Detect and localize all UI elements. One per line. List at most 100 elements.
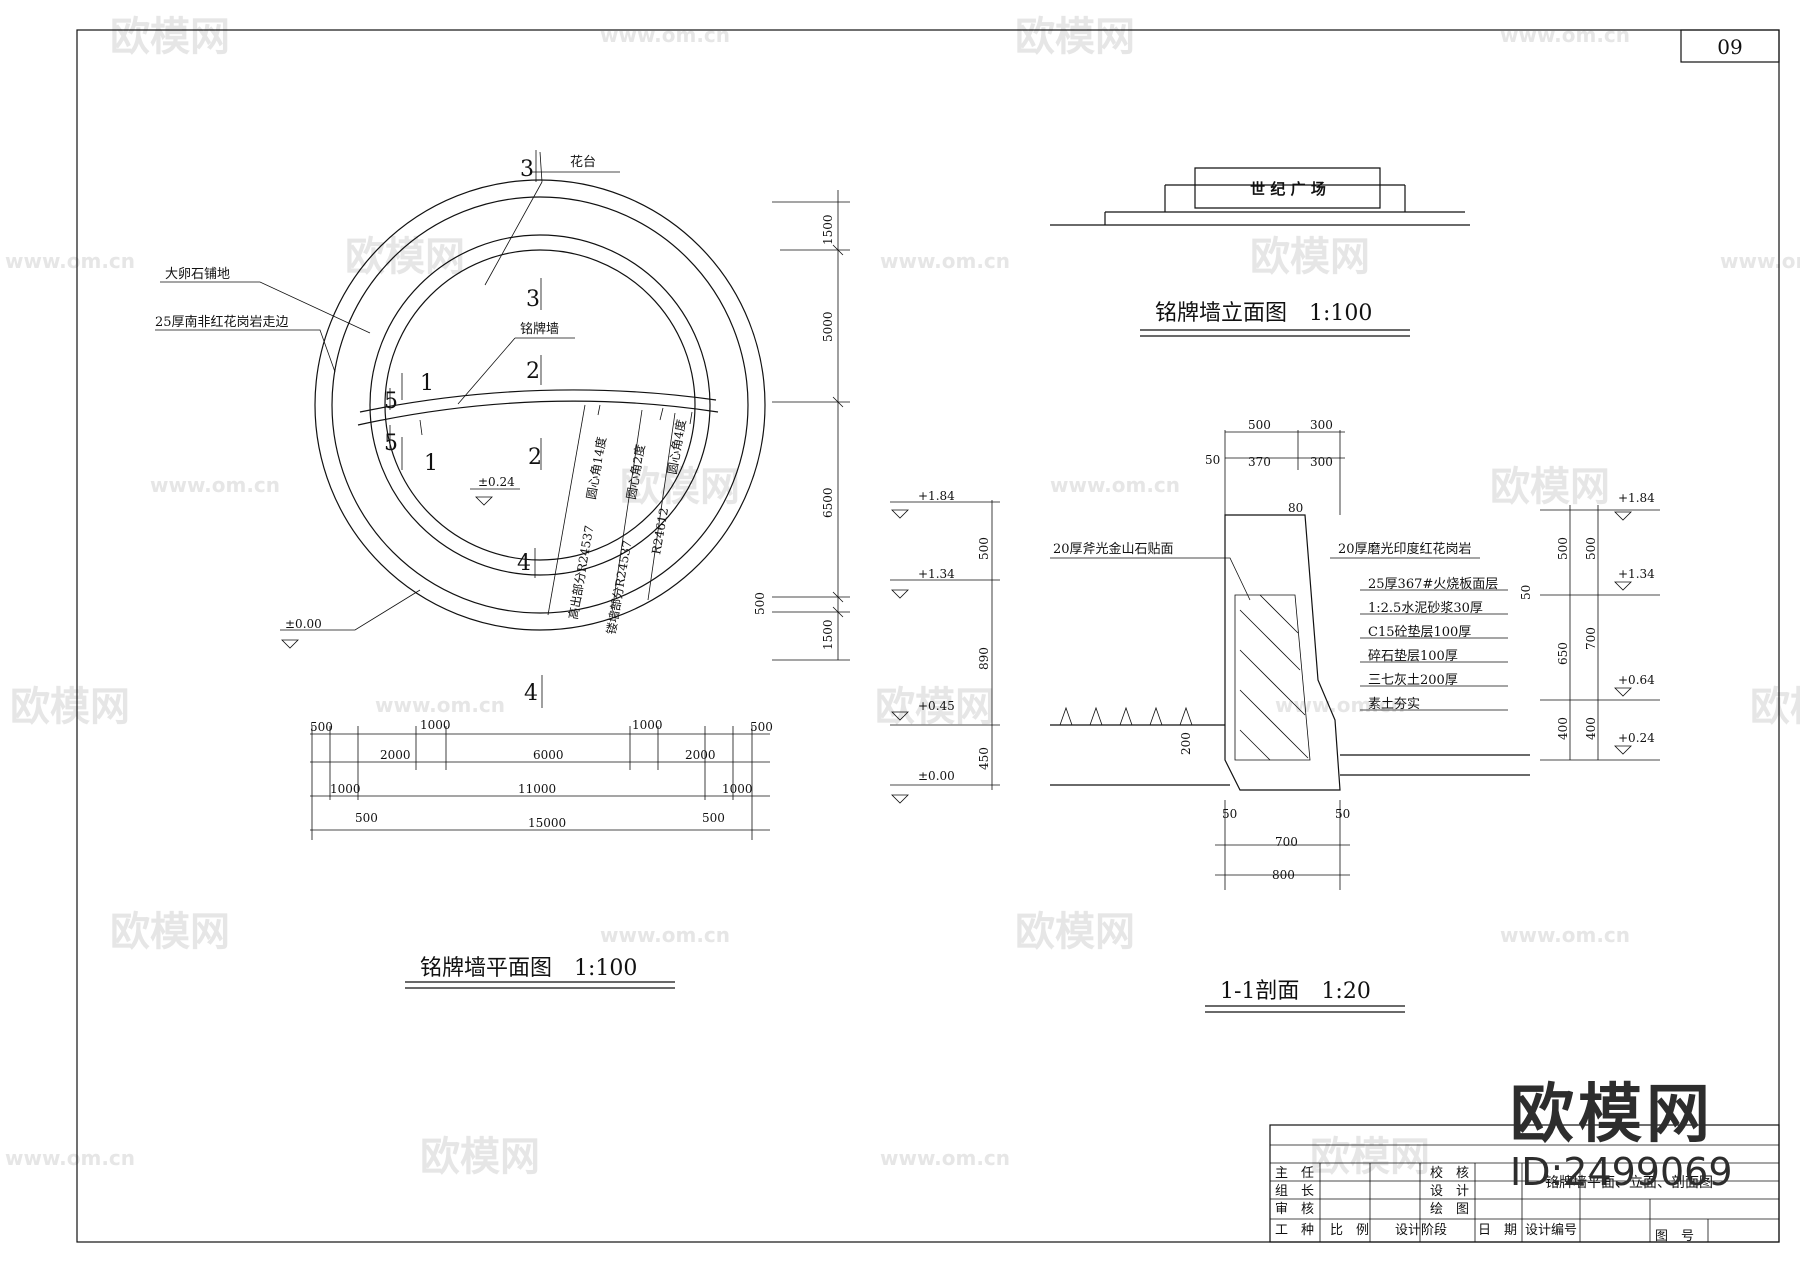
elev-024: ±0.24: [478, 475, 515, 489]
dim-label: 2000: [685, 748, 716, 762]
section-mark: 3: [520, 157, 534, 182]
ground-lines: [1050, 724, 1530, 786]
sheet-number: 09: [1717, 35, 1742, 59]
dim-label: 500: [750, 720, 773, 734]
dim-label: 50: [1205, 453, 1220, 467]
planter-outer-circle: [369, 234, 711, 576]
title-block-grid: [1270, 1144, 1779, 1242]
planter-inner-circle: [384, 249, 696, 561]
section-mark: 2: [528, 445, 542, 470]
title-block: 主 任 校 核 组 长 设 计 审 核 绘 图 工 种 比 例 设计阶段 日 期…: [1269, 1124, 1780, 1244]
section-mark: 1: [424, 451, 438, 476]
top-dim-lines: [1224, 430, 1345, 515]
bottom-dim-lines: [1215, 800, 1350, 890]
grass-symbol: [1059, 706, 1193, 726]
dim-vertical: [772, 190, 850, 661]
dim-label: 800: [1272, 868, 1295, 882]
arc-label: 镂墙部分R24537: [603, 539, 634, 635]
section-mark: 1: [420, 371, 434, 396]
left-dim-lines: [890, 500, 1000, 804]
watermark-brand: 欧模网: [420, 1134, 540, 1180]
wall-section: [1224, 514, 1341, 791]
layer-label: 25厚367#火烧板面层: [1368, 577, 1498, 592]
watermark-url: www.om.cn: [600, 923, 730, 947]
dim-label: 450: [977, 747, 991, 770]
elevation-outline: [1050, 167, 1470, 226]
title-block-frame: [1269, 1124, 1780, 1243]
dim-label: 700: [1584, 627, 1598, 650]
dim-label: 80: [1288, 501, 1303, 515]
arc-label: R24612: [649, 507, 671, 556]
section-cut-lines: [389, 150, 543, 708]
leader-dalunshi: [160, 281, 371, 334]
dim-label: 5000: [821, 311, 835, 342]
title-underline: [1205, 1005, 1405, 1013]
arc-radius-line: [547, 404, 586, 616]
brand-watermark: 欧模网 ID:2499069: [1510, 1080, 1733, 1194]
section-mark: 2: [526, 359, 540, 384]
brand-id: ID:2499069: [1510, 1150, 1733, 1194]
dim-label: 6500: [821, 487, 835, 518]
watermark-url: www.om.cn: [1275, 693, 1405, 717]
dim-label: 890: [977, 647, 991, 670]
arc-radius-line: [611, 409, 643, 613]
sheet-border: [76, 29, 1780, 1243]
tb-cell: 审 核: [1275, 1202, 1314, 1217]
watermark-url: www.om.cn: [880, 249, 1010, 273]
dim-label: 500: [1556, 537, 1570, 560]
dim-label: 500: [977, 537, 991, 560]
name-wall-line: [357, 400, 719, 426]
watermark-brand: 欧模网: [1015, 909, 1135, 955]
hatch: [1239, 594, 1309, 761]
outer-paving-circle: [314, 179, 766, 631]
watermark-brand: 欧模网: [110, 909, 230, 955]
watermark-url: www.om.cn: [5, 1146, 135, 1170]
layer-label: 素土夯实: [1368, 697, 1420, 712]
elev-label: +0.24: [1618, 731, 1655, 745]
label-huatai: 花台: [570, 154, 596, 170]
section-mark: 3: [526, 287, 540, 312]
dim-label: 500: [702, 811, 725, 825]
tb-cell: 工 种: [1275, 1223, 1314, 1238]
dim-label: 650: [1556, 642, 1570, 665]
elev-label: +0.45: [918, 699, 955, 713]
dim-label: 15000: [528, 816, 566, 830]
tb-cell: 主 任: [1275, 1166, 1314, 1181]
sign-text: 世 纪 广 场: [1250, 180, 1326, 198]
dim-label: 11000: [518, 782, 556, 796]
layer-label: 三七灰土200厚: [1368, 673, 1458, 688]
elev-label: ±0.00: [918, 769, 955, 783]
label-name-wall: 铭牌墙: [520, 321, 559, 337]
dim-label: 700: [1275, 835, 1298, 849]
dim-label: 500: [1584, 537, 1598, 560]
tb-cell: 设 计: [1430, 1184, 1469, 1199]
right-dim-lines: [1540, 505, 1660, 761]
leader-wall: [457, 337, 575, 405]
name-wall-line: [359, 389, 717, 413]
label-left: 20厚斧光金山石贴面: [1053, 541, 1174, 557]
dim-label: 1000: [420, 718, 451, 732]
label-dalunshi: 大卵石铺地: [165, 267, 230, 282]
tb-cell: 设计编号: [1525, 1223, 1577, 1238]
leader-granite: [155, 329, 336, 373]
dim-label: 50: [1335, 807, 1350, 821]
dim-label: 500: [355, 811, 378, 825]
section-mark: 5: [384, 431, 398, 456]
dim-label: 400: [1584, 717, 1598, 740]
dim-label: 500: [1248, 418, 1271, 432]
tb-cell: 日 期: [1478, 1223, 1517, 1238]
sheet-number-box: [1680, 29, 1780, 63]
arc-radius-line: [647, 412, 676, 601]
section-title: 1-1剖面 1:20: [1220, 979, 1371, 1004]
arc-arrow: [597, 404, 693, 425]
title-underline: [1140, 329, 1410, 337]
angle-label: 圆心角14度: [583, 436, 609, 501]
dim-label: 6000: [533, 748, 564, 762]
watermark-brand: 欧模网: [10, 684, 130, 730]
wall-tick: [419, 419, 423, 436]
watermark-url: www.om.cn: [1500, 923, 1630, 947]
dim-extensions: [311, 726, 753, 840]
dim-horizontal: [310, 733, 770, 831]
dim-label: 1000: [632, 718, 663, 732]
elev-label: +1.34: [1618, 567, 1655, 581]
